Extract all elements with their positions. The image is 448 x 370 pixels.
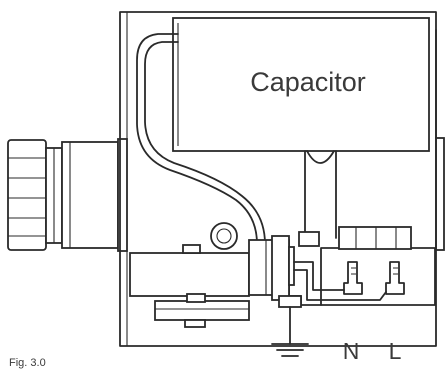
internal-wiring <box>288 261 387 306</box>
grommet <box>210 222 238 250</box>
capacitor-mount-post <box>298 150 337 247</box>
switch-base <box>129 244 250 297</box>
ground-icon <box>271 295 309 357</box>
figure-caption: Fig. 3.0 <box>9 357 46 369</box>
terminal-housing <box>320 226 436 306</box>
lower-clamp <box>154 293 250 328</box>
live-label: L <box>389 338 402 364</box>
neutral-label: N <box>343 338 360 364</box>
right-bracket <box>435 29 445 251</box>
capacitor-label: Capacitor <box>250 67 366 97</box>
neutral-terminal <box>343 261 363 295</box>
cable-gland <box>7 138 128 252</box>
capacitor <box>172 17 430 152</box>
enclosure-housing <box>119 11 437 347</box>
live-terminal <box>385 261 405 295</box>
capacitor-lead-wire <box>136 33 266 245</box>
terminal-block <box>248 235 295 301</box>
